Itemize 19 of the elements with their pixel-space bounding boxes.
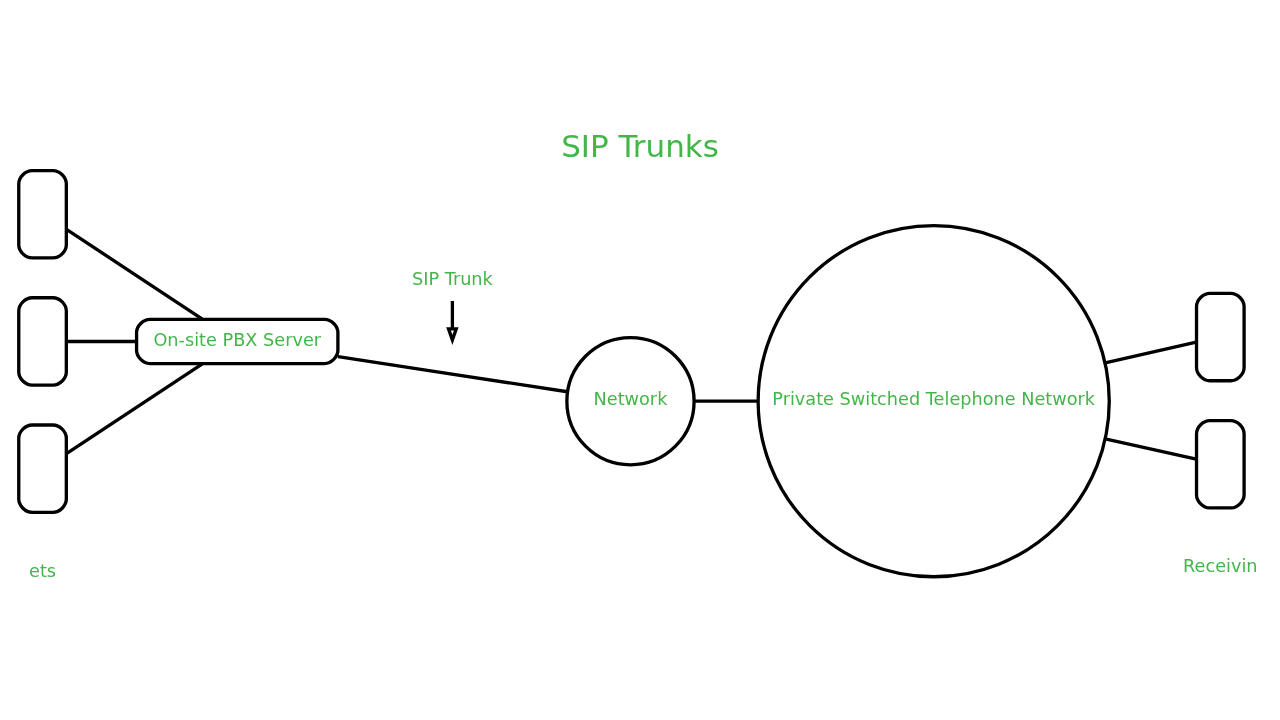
node-phone [17,296,68,387]
node-phone [17,423,68,515]
label: Receivin [1183,556,1258,577]
node-circle: Private Switched Telephone Network [756,224,1111,579]
node-phone [1194,418,1246,510]
connector [337,355,568,394]
node-box: On-site PBX Server [134,317,340,366]
diagram-title: SIP Trunks [561,127,719,164]
label: ets [29,560,57,581]
connector [1104,340,1197,365]
node-phone [1194,291,1246,383]
connector [1104,437,1197,461]
connector [66,339,137,344]
connector [65,227,204,321]
connector [65,362,204,455]
connector [694,399,758,403]
node-phone [17,168,68,260]
node-circle: Network [565,335,696,467]
node-text: SIP Trunk [411,268,493,289]
